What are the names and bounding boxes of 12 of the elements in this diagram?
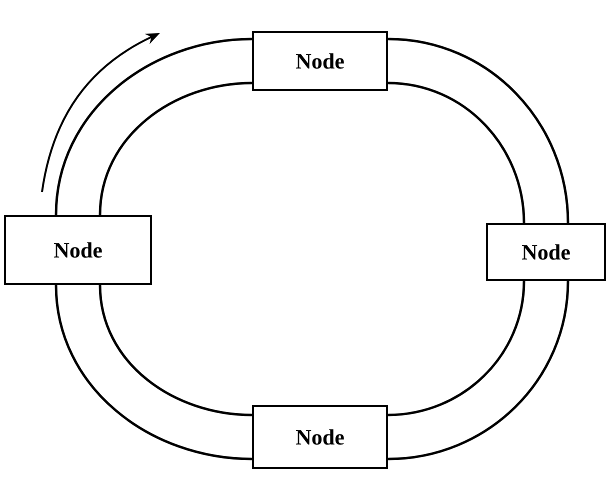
node-box: Node [4, 215, 152, 285]
ring-line [54, 284, 252, 460]
ring-line [98, 284, 252, 416]
ring-line [388, 280, 526, 416]
ring-line [54, 38, 252, 216]
ring-line [388, 38, 570, 224]
node-box: Node [252, 404, 388, 469]
node-box: Node [486, 223, 606, 281]
node-box: Node [252, 31, 388, 91]
ring-line [98, 82, 252, 216]
ring-line [388, 82, 526, 224]
ring-line [388, 280, 570, 460]
